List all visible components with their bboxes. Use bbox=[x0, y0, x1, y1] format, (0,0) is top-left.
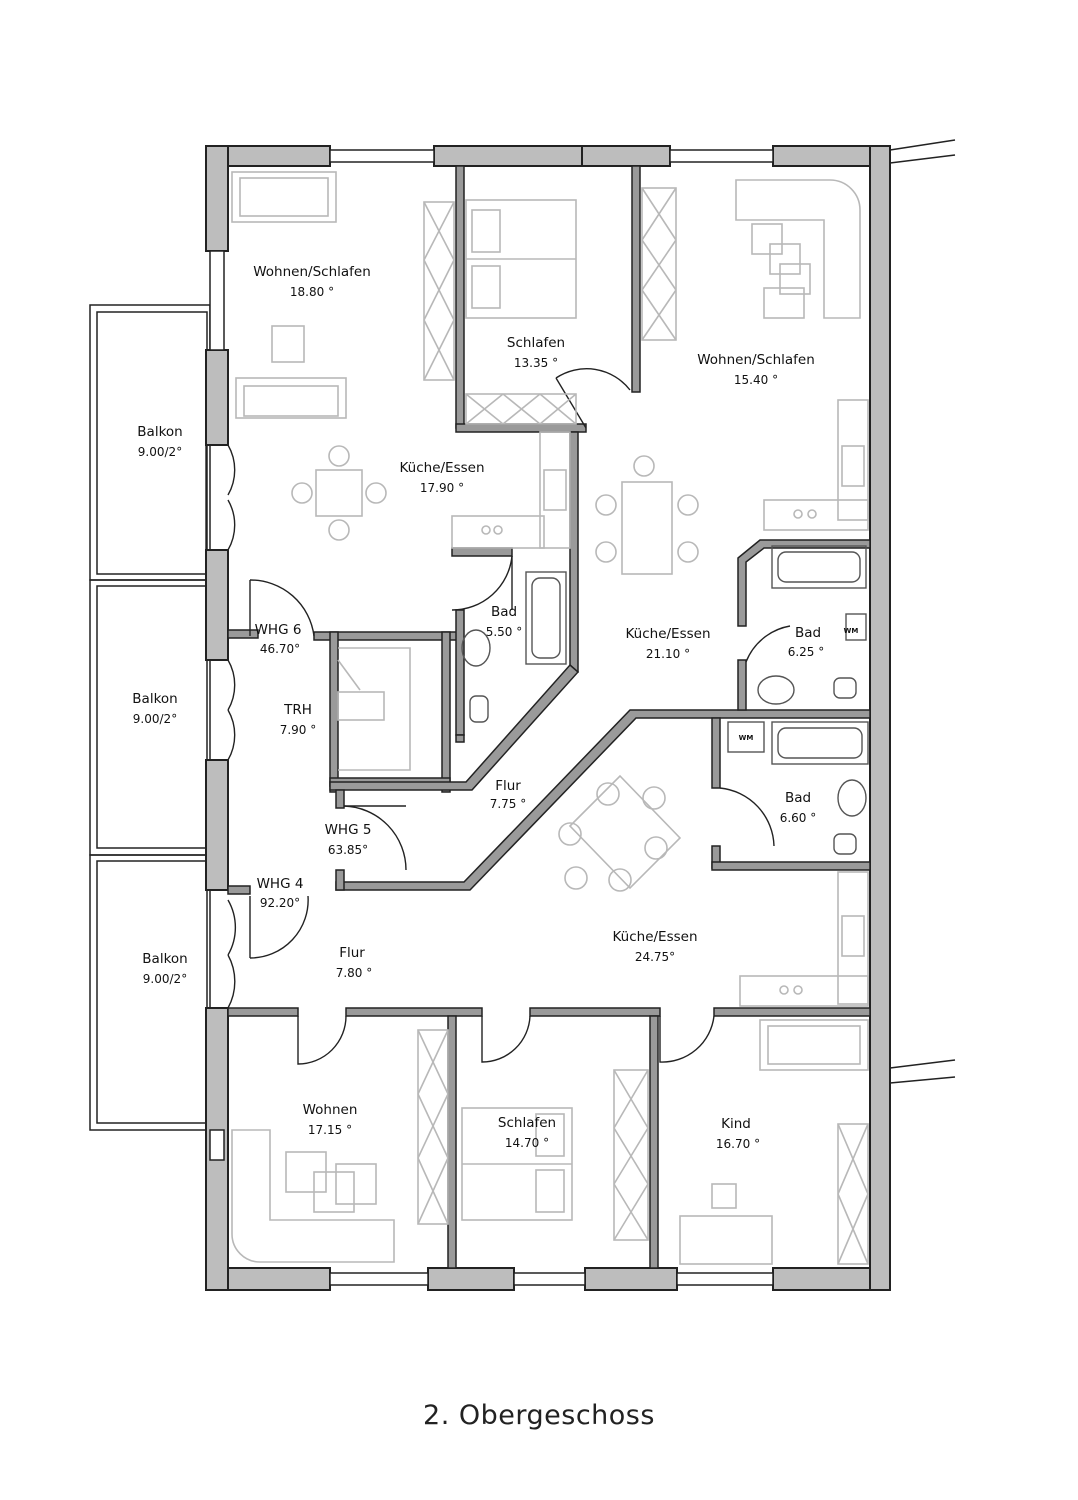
svg-text:Bad: Bad bbox=[491, 604, 517, 620]
room-kueche-essen-a: Küche/Essen 17.90 ° bbox=[399, 460, 484, 495]
svg-text:24.75°: 24.75° bbox=[635, 950, 675, 964]
svg-text:WHG 5: WHG 5 bbox=[325, 822, 372, 838]
room-bad-a: Bad 5.50 ° bbox=[486, 604, 523, 639]
room-kueche-essen-b: Küche/Essen 21.10 ° bbox=[625, 626, 710, 661]
svg-text:7.90 °: 7.90 ° bbox=[280, 723, 317, 737]
room-kind: Kind 16.70 ° bbox=[716, 1116, 760, 1151]
svg-text:Bad: Bad bbox=[795, 625, 821, 641]
svg-text:6.60 °: 6.60 ° bbox=[780, 811, 817, 825]
floor-title: 2. Obergeschoss bbox=[423, 1400, 655, 1431]
svg-text:9.00/2°: 9.00/2° bbox=[138, 445, 182, 459]
room-balkon-3: Balkon 9.00/2° bbox=[142, 951, 187, 986]
svg-text:Küche/Essen: Küche/Essen bbox=[612, 929, 697, 945]
svg-text:TRH: TRH bbox=[283, 702, 312, 718]
svg-text:Küche/Essen: Küche/Essen bbox=[399, 460, 484, 476]
svg-text:6.25 °: 6.25 ° bbox=[788, 645, 825, 659]
svg-text:46.70°: 46.70° bbox=[260, 642, 300, 656]
room-flur-a: Flur 7.75 ° bbox=[490, 778, 527, 811]
svg-text:14.70 °: 14.70 ° bbox=[505, 1136, 549, 1150]
svg-text:Wohnen/Schlafen: Wohnen/Schlafen bbox=[697, 352, 815, 368]
svg-text:Flur: Flur bbox=[495, 778, 521, 794]
room-wohnung-6: WHG 6 46.70° bbox=[255, 622, 302, 656]
exterior-railings bbox=[889, 139, 956, 1084]
room-wohnen-schlafen-a: Wohnen/Schlafen 18.80 ° bbox=[253, 264, 371, 299]
room-balkon-2: Balkon 9.00/2° bbox=[132, 691, 177, 726]
svg-text:Wohnen: Wohnen bbox=[303, 1102, 358, 1118]
svg-text:Balkon: Balkon bbox=[142, 951, 187, 967]
svg-text:63.85°: 63.85° bbox=[328, 843, 368, 857]
room-labels: Wohnen/Schlafen 18.80 ° Schlafen 13.35 °… bbox=[132, 264, 858, 1151]
svg-text:92.20°: 92.20° bbox=[260, 896, 300, 910]
svg-text:17.90 °: 17.90 ° bbox=[420, 481, 464, 495]
svg-text:16.70 °: 16.70 ° bbox=[716, 1137, 760, 1151]
svg-text:Bad: Bad bbox=[785, 790, 811, 806]
room-schlafen-b: Schlafen 14.70 ° bbox=[498, 1115, 556, 1150]
room-kueche-essen-c: Küche/Essen 24.75° bbox=[612, 929, 697, 964]
room-treppenhaus: TRH 7.90 ° bbox=[280, 702, 317, 737]
balconies bbox=[89, 304, 211, 1131]
room-balkon-1: Balkon 9.00/2° bbox=[137, 424, 182, 459]
svg-text:Flur: Flur bbox=[339, 945, 365, 961]
washing-machine-label: WM bbox=[844, 627, 859, 635]
svg-text:21.10 °: 21.10 ° bbox=[646, 647, 690, 661]
room-wohnung-5: WHG 5 63.85° bbox=[325, 822, 372, 857]
svg-text:13.35 °: 13.35 ° bbox=[514, 356, 558, 370]
room-wohnung-4: WHG 4 92.20° bbox=[257, 876, 304, 910]
svg-text:7.80 °: 7.80 ° bbox=[336, 966, 373, 980]
svg-text:Balkon: Balkon bbox=[137, 424, 182, 440]
svg-text:Wohnen/Schlafen: Wohnen/Schlafen bbox=[253, 264, 371, 280]
room-flur-b: Flur 7.80 ° bbox=[336, 945, 373, 980]
svg-text:Balkon: Balkon bbox=[132, 691, 177, 707]
svg-text:WHG 6: WHG 6 bbox=[255, 622, 302, 638]
svg-text:9.00/2°: 9.00/2° bbox=[133, 712, 177, 726]
svg-text:17.15 °: 17.15 ° bbox=[308, 1123, 352, 1137]
svg-text:Küche/Essen: Küche/Essen bbox=[625, 626, 710, 642]
svg-text:15.40 °: 15.40 ° bbox=[734, 373, 778, 387]
svg-text:9.00/2°: 9.00/2° bbox=[143, 972, 187, 986]
sanitary-fixtures bbox=[461, 545, 869, 855]
exterior-walls bbox=[205, 145, 891, 1291]
furniture bbox=[231, 171, 869, 1265]
doors bbox=[205, 368, 791, 1065]
room-wohnen: Wohnen 17.15 ° bbox=[303, 1102, 358, 1137]
interior-walls bbox=[227, 165, 871, 1269]
svg-text:Schlafen: Schlafen bbox=[507, 335, 565, 351]
svg-text:Schlafen: Schlafen bbox=[498, 1115, 556, 1131]
room-schlafen-a: Schlafen 13.35 ° bbox=[507, 335, 565, 370]
room-bad-c: Bad 6.60 ° bbox=[780, 790, 817, 825]
svg-text:Kind: Kind bbox=[721, 1116, 751, 1132]
room-wohnen-schlafen-b: Wohnen/Schlafen 15.40 ° bbox=[697, 352, 815, 387]
svg-text:18.80 °: 18.80 ° bbox=[290, 285, 334, 299]
svg-text:7.75 °: 7.75 ° bbox=[490, 797, 527, 811]
room-bad-b: Bad 6.25 ° bbox=[788, 625, 825, 659]
svg-text:WHG 4: WHG 4 bbox=[257, 876, 304, 892]
washing-machine-label: WM bbox=[739, 734, 754, 742]
svg-text:5.50 °: 5.50 ° bbox=[486, 625, 523, 639]
